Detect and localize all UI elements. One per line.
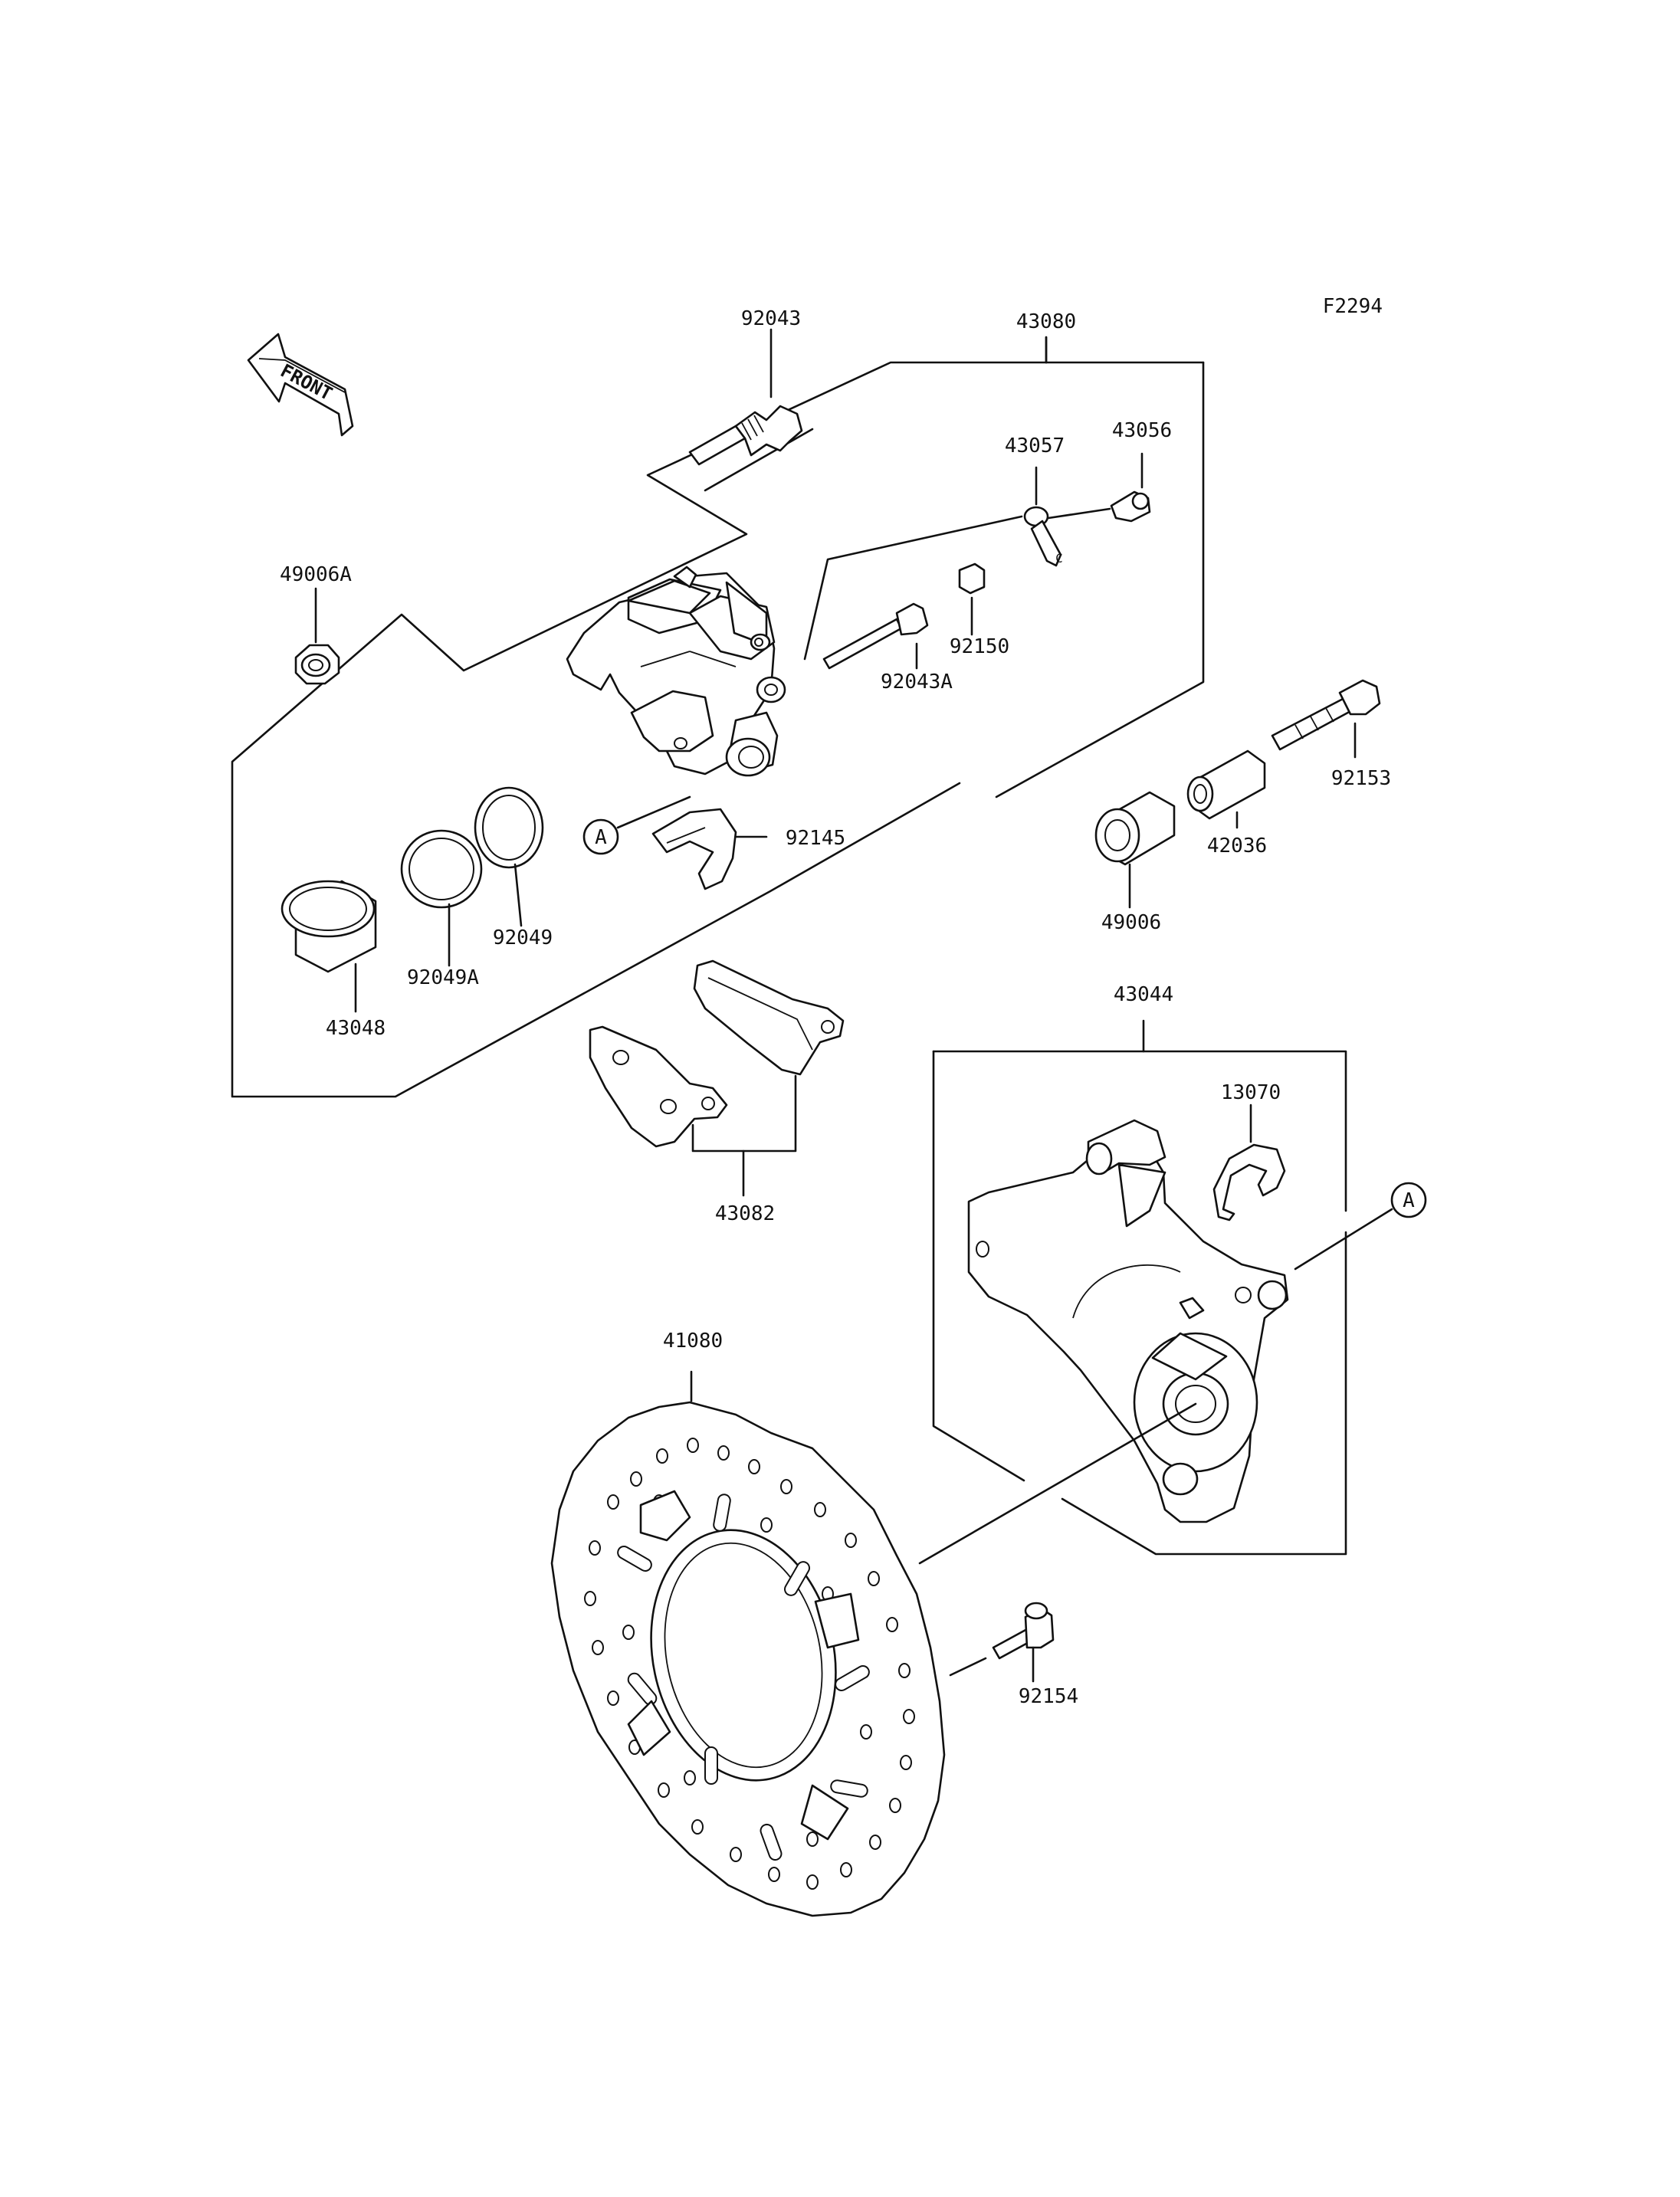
label-43044: 43044 (1114, 983, 1173, 1006)
bolt-92043 (688, 328, 803, 466)
marker-a-left: A (595, 826, 607, 849)
label-92153: 92153 (1331, 767, 1391, 790)
nut-49006a (294, 587, 340, 685)
marker-a-right: A (1403, 1189, 1415, 1212)
pad-spring-13070 (1212, 1103, 1286, 1221)
seal-92049 (474, 786, 544, 927)
bracket-group-outline (932, 1019, 1347, 1556)
label-49006a: 49006A (280, 563, 352, 586)
label-49006: 49006 (1101, 911, 1161, 934)
bolt-92153 (1271, 679, 1381, 759)
seal-92049a (400, 829, 483, 967)
pin-92043a (822, 602, 929, 670)
label-92150: 92150 (950, 635, 1009, 658)
brake-disc-41080 (550, 1370, 1197, 1917)
sleeve-42036 (1186, 749, 1266, 829)
label-92145: 92145 (786, 827, 845, 850)
label-43056: 43056 (1112, 419, 1172, 442)
front-label: FRONT (277, 360, 336, 405)
disc-slots (617, 1494, 870, 1861)
disc-holes (584, 1438, 915, 1890)
label-92043: 92043 (741, 307, 801, 330)
label-92154: 92154 (1019, 1685, 1078, 1708)
label-92049a: 92049A (407, 966, 479, 989)
pad-spring-92145 (651, 808, 768, 890)
figure-code: F2294 (1323, 295, 1383, 318)
caliper-group-outline (231, 336, 1205, 1098)
bolt-92154 (949, 1602, 1055, 1683)
sleeve-49006 (1094, 791, 1176, 909)
plug-92150 (958, 562, 986, 636)
bleeder-cap-43057: C (1023, 466, 1063, 567)
label-43082: 43082 (715, 1202, 775, 1225)
bleeder-valve-43056 (1047, 452, 1151, 523)
label-41080: 41080 (663, 1330, 723, 1353)
caliper-bracket-43044 (967, 1119, 1289, 1523)
front-direction-arrow-icon: FRONT (247, 333, 354, 437)
callout-marker-a-left: A (582, 795, 691, 855)
label-43057: 43057 (1005, 434, 1065, 457)
callout-marker-a-right: A (1294, 1182, 1427, 1271)
label-13070: 13070 (1221, 1081, 1281, 1104)
label-92049: 92049 (493, 926, 553, 949)
label-92043a: 92043A (881, 671, 953, 694)
caliper-body (566, 566, 786, 777)
svg-text:C: C (1055, 551, 1063, 566)
label-43048: 43048 (326, 1017, 386, 1040)
label-43080: 43080 (1016, 310, 1076, 333)
piston-43048 (281, 880, 377, 1013)
label-42036: 42036 (1207, 835, 1267, 857)
brake-pads-43082 (589, 959, 845, 1197)
